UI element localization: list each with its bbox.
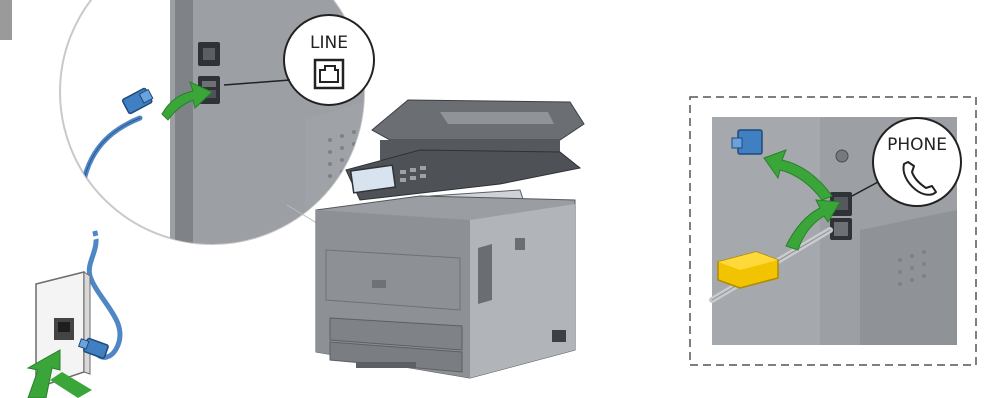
phone-label: PHONE xyxy=(887,135,947,155)
page-corner-tab xyxy=(0,0,12,40)
phone-cable xyxy=(89,232,120,357)
line-label: LINE xyxy=(310,33,348,53)
